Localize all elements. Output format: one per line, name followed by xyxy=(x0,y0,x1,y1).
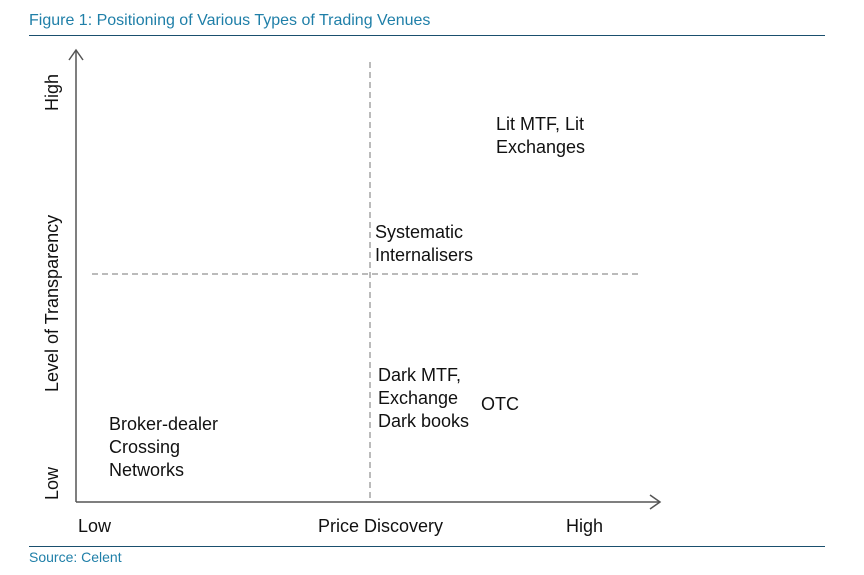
source-rule xyxy=(29,546,825,547)
venue-si-line-2: Internalisers xyxy=(375,245,474,265)
x-axis-arrowhead xyxy=(649,494,662,510)
venue-otc: OTC xyxy=(481,394,519,414)
venue-dark-line-1: Dark MTF, xyxy=(378,365,461,385)
venue-lit-line-1: Lit MTF, Lit xyxy=(496,114,585,134)
venue-broker-dealer-crossing-networks: Broker-dealer Crossing Networks xyxy=(109,413,218,482)
y-axis-title: Level of Transparency xyxy=(42,214,62,392)
y-axis-arrowhead xyxy=(68,48,84,61)
title-rule xyxy=(29,35,825,36)
venue-broker-line-1: Broker-dealer xyxy=(109,414,219,434)
venue-si-line-1: Systematic xyxy=(375,222,464,242)
venue-dark-line-2: Exchange xyxy=(378,388,459,408)
venue-systematic-internalisers: Systematic Internalisers xyxy=(375,221,473,267)
y-axis-low-label: Low xyxy=(42,466,62,500)
source-note: Source: Celent xyxy=(29,549,122,565)
venue-dark-books: Dark MTF, Exchange Dark books xyxy=(378,364,469,433)
venue-broker-line-3: Networks xyxy=(109,460,185,480)
x-axis-high-label: High xyxy=(566,516,604,536)
venue-broker-line-2: Crossing xyxy=(109,437,181,457)
venue-lit-exchanges: Lit MTF, Lit Exchanges xyxy=(496,113,585,159)
venue-dark-line-3: Dark books xyxy=(378,411,470,431)
x-axis-low-label: Low xyxy=(78,516,112,536)
x-axis-title: Price Discovery xyxy=(318,516,444,536)
figure-title: Figure 1: Positioning of Various Types o… xyxy=(29,12,431,29)
venue-lit-line-2: Exchanges xyxy=(496,137,586,157)
y-axis-high-label: High xyxy=(42,73,62,111)
